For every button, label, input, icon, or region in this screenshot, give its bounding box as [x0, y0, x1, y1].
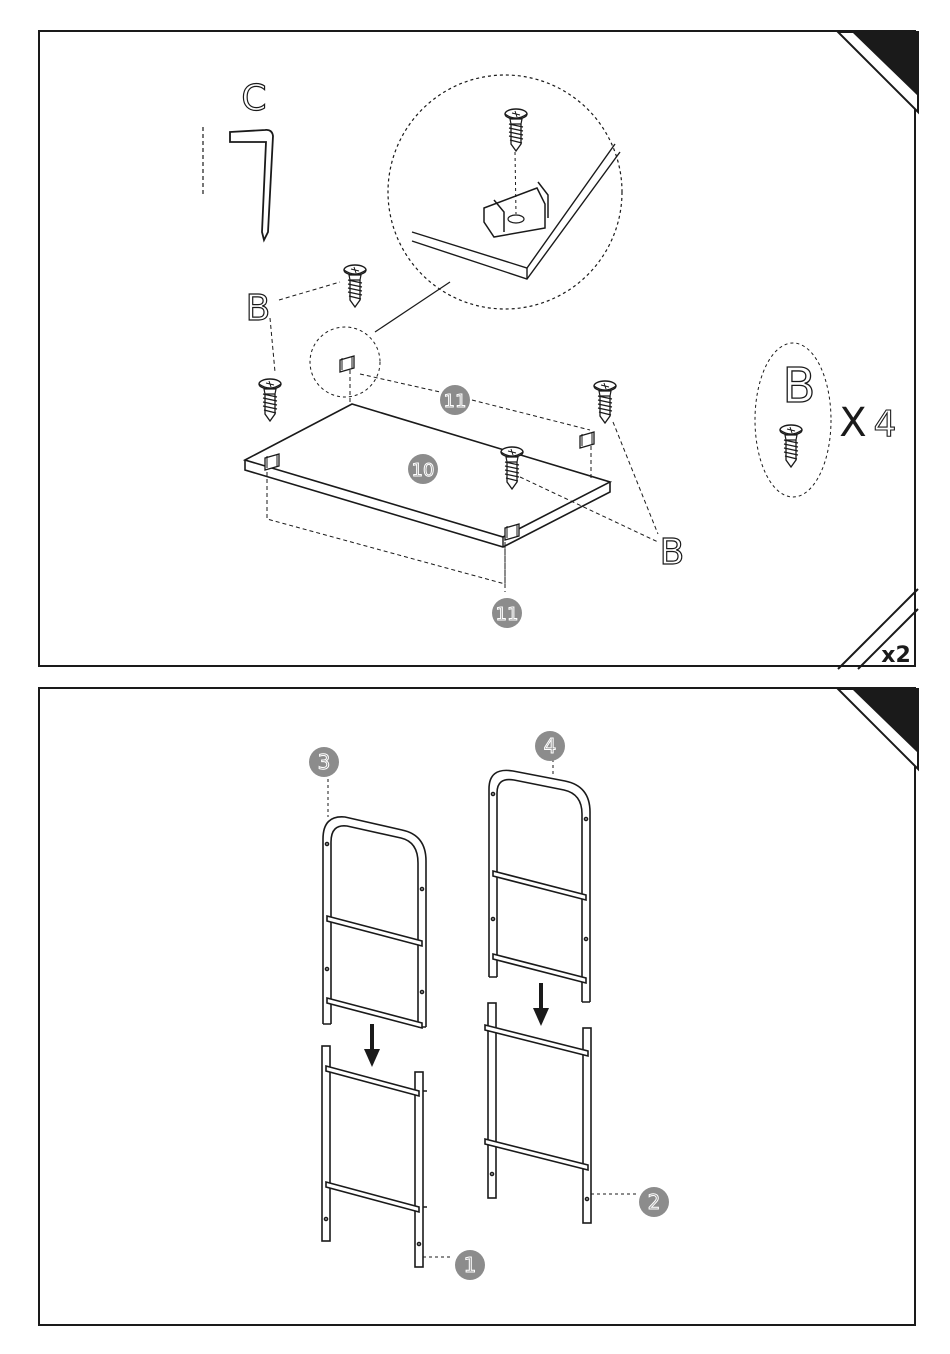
part-badge-bracket-bottom: 11: [492, 598, 522, 628]
tool-c-label: C: [241, 78, 266, 119]
screw-b-label-top: B: [246, 288, 271, 329]
down-arrow-icon: [533, 983, 549, 1026]
part-badge-3-number: 3: [318, 750, 331, 774]
part-badge-panel: 10: [408, 454, 438, 484]
part-badge-1: 1: [455, 1250, 485, 1280]
screw-b-label-right: B: [660, 532, 685, 573]
down-arrow-icon: [364, 1024, 380, 1067]
hardware-b-label: B: [783, 358, 816, 414]
step-1-diagram: x2 C: [40, 32, 918, 669]
part-badge-2-number: 2: [648, 1190, 661, 1214]
part-badge-4: 4: [535, 731, 565, 761]
frame-upper-right: [489, 770, 590, 1002]
frame-lower-left: [322, 1046, 427, 1267]
part-badge-bracket-top: 11: [440, 385, 470, 415]
step-1-panel: x2 C: [38, 30, 916, 667]
allen-key-icon: [203, 127, 273, 240]
hardware-multiplier: X: [839, 400, 866, 446]
step-2-panel: 3 4 1 2: [38, 687, 916, 1326]
step-2-diagram: 3 4 1 2: [40, 689, 918, 1328]
part-badge-panel-number: 10: [412, 460, 435, 481]
corner-tab-icon: [838, 32, 918, 112]
frame-upper-left: [323, 817, 426, 1028]
part-badge-3: 3: [309, 747, 339, 777]
part-badge-1-number: 1: [464, 1253, 477, 1277]
repeat-corner: x2: [838, 589, 918, 669]
detail-magnifier: [375, 75, 622, 332]
part-badge-2: 2: [639, 1187, 669, 1217]
frame-lower-right: [485, 1003, 591, 1223]
part-badge-bracket-bottom-number: 11: [496, 604, 519, 625]
part-badge-4-number: 4: [544, 734, 557, 758]
corner-tab-icon: [838, 689, 918, 769]
hardware-quantity: 4: [874, 404, 897, 445]
repeat-count-label: x2: [881, 643, 911, 668]
part-badge-bracket-top-number: 11: [444, 391, 467, 412]
